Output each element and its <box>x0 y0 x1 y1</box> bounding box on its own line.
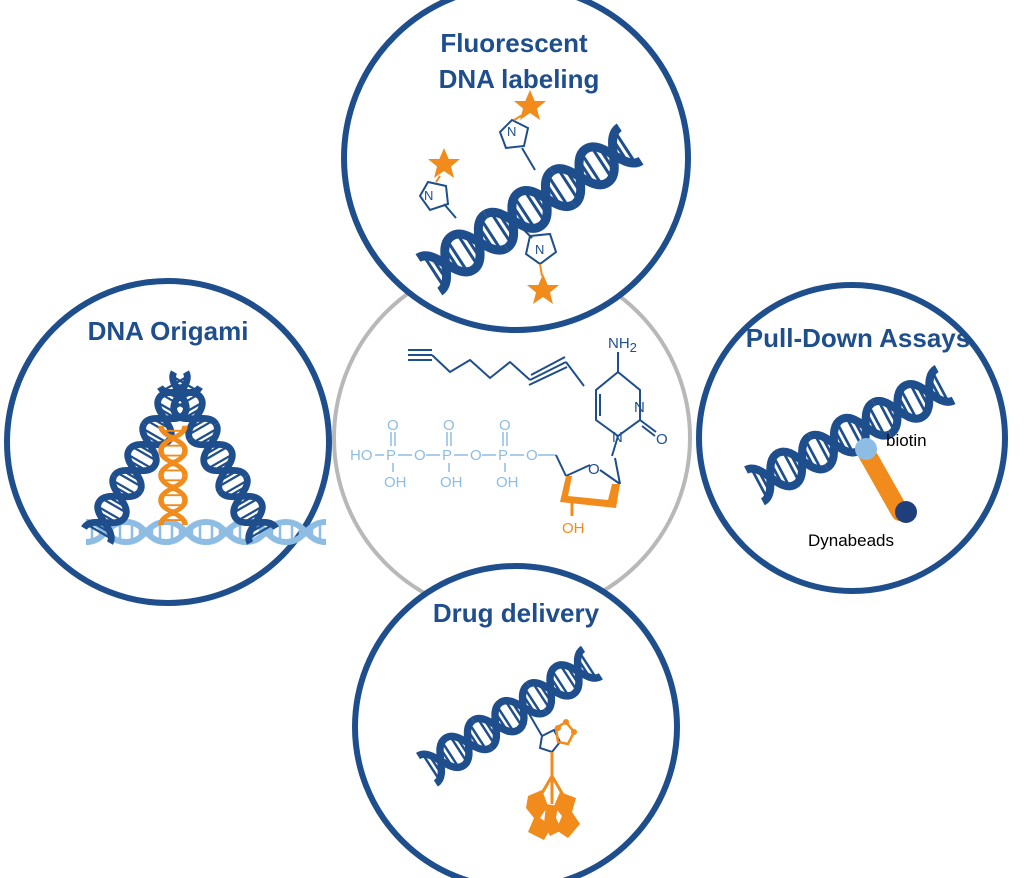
drug-conjugate <box>526 711 580 840</box>
triazole-n-label: N <box>507 124 516 139</box>
dynabead-dot <box>895 501 917 523</box>
fluorescent-title-line1: Fluorescent <box>440 28 588 58</box>
dna-origami-panel: DNA Origami <box>4 278 332 606</box>
center-molecule-panel: NH2 N N O HO P O OH O P O OH O P <box>332 258 692 618</box>
fluorescent-circle <box>341 0 691 333</box>
ring-n1-label: N <box>612 429 623 446</box>
phosphate-oh-3-label: OH <box>496 474 519 491</box>
drug-delivery-panel: Drug delivery <box>352 563 680 878</box>
phosphate-o-top-3-label: O <box>499 417 511 434</box>
triazole-label-left: N <box>418 148 460 219</box>
phosphate-o-top-1-label: O <box>387 417 399 434</box>
drug-circle <box>352 563 680 878</box>
phosphate-p1-label: P <box>386 447 396 464</box>
fluorescent-labeling-panel: Fluorescent DNA labeling N N N <box>341 0 691 333</box>
phosphate-p2-label: P <box>442 447 452 464</box>
phosphate-o-bridge-1-label: O <box>414 447 426 464</box>
phosphate-p3-label: P <box>498 447 508 464</box>
triazole-n-label: N <box>535 242 544 257</box>
pulldown-circle <box>696 282 1008 594</box>
drug-payload <box>544 804 562 836</box>
phosphate-o-top-2-label: O <box>443 417 455 434</box>
triphosphate-group: HO P O OH O P O OH O P O OH <box>350 417 556 491</box>
biotin-dot <box>855 438 877 460</box>
ring-n3-label: N <box>634 399 645 416</box>
drug-payload <box>554 792 580 838</box>
amine-label: NH2 <box>608 335 637 355</box>
alkyne-chain <box>408 349 585 387</box>
sugar-o-label: O <box>588 461 600 478</box>
deoxyribose-sugar: O OH <box>555 454 621 537</box>
pulldown-panel: Pull-Down Assays biotin Dynabeads <box>696 282 1008 594</box>
phosphate-o-bridge-3-label: O <box>526 447 538 464</box>
carbonyl-o-label: O <box>656 431 668 448</box>
triazole-label-top: N <box>498 90 546 171</box>
fluorescent-title-line2: DNA labeling <box>439 64 600 94</box>
origami-title: DNA Origami <box>88 316 249 346</box>
phosphate-ho-label: HO <box>350 447 373 464</box>
phosphate-oh-2-label: OH <box>440 474 463 491</box>
triazole-n-label: N <box>424 188 433 203</box>
drug-payload <box>526 790 552 840</box>
pulldown-title: Pull-Down Assays <box>746 323 970 353</box>
phosphate-oh-1-label: OH <box>384 474 407 491</box>
drug-title: Drug delivery <box>433 598 600 628</box>
triazole-label-bottom: N <box>521 227 559 304</box>
sugar-oh-label: OH <box>562 520 585 537</box>
dynabeads-label: Dynabeads <box>808 531 894 550</box>
biotin-label: biotin <box>886 431 927 450</box>
cytosine-ring <box>595 352 657 457</box>
phosphate-o-bridge-2-label: O <box>470 447 482 464</box>
